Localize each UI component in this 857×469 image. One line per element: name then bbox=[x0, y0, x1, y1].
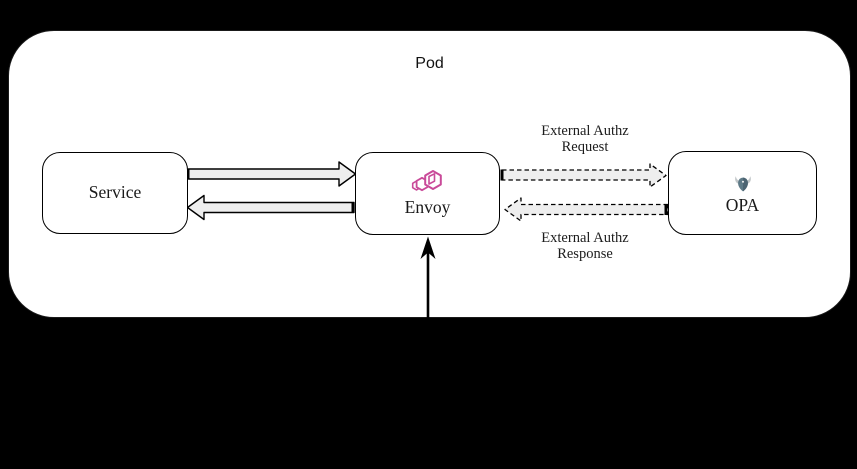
node-opa: OPA bbox=[668, 151, 817, 235]
opa-to-envoy-response-arrow bbox=[504, 197, 669, 222]
envoy-label: Envoy bbox=[404, 197, 451, 218]
service-label: Service bbox=[88, 182, 142, 203]
opa-to-envoy-response-arrow-cap bbox=[664, 204, 668, 215]
pod-label: Pod bbox=[415, 55, 444, 72]
envoy-to-opa-request-arrow bbox=[501, 163, 667, 188]
external-authz-response-label: External Authz Response bbox=[541, 230, 629, 262]
opa-helmet-icon bbox=[734, 176, 751, 192]
node-envoy: Envoy bbox=[355, 152, 500, 235]
service-to-envoy-arrow-cap bbox=[186, 168, 190, 180]
opa-label: OPA bbox=[725, 194, 760, 215]
envoy-to-service-arrow bbox=[186, 194, 355, 221]
external-authz-request-label: External Authz Request bbox=[541, 123, 629, 155]
envoy-hexagons-icon bbox=[411, 170, 442, 192]
envoy-to-service-arrow-cap bbox=[351, 202, 355, 213]
node-service: Service bbox=[42, 152, 188, 234]
envoy-to-opa-request-arrow-cap bbox=[500, 169, 504, 181]
service-to-envoy-arrow bbox=[187, 161, 357, 187]
ingress-arrow-head bbox=[420, 236, 436, 259]
